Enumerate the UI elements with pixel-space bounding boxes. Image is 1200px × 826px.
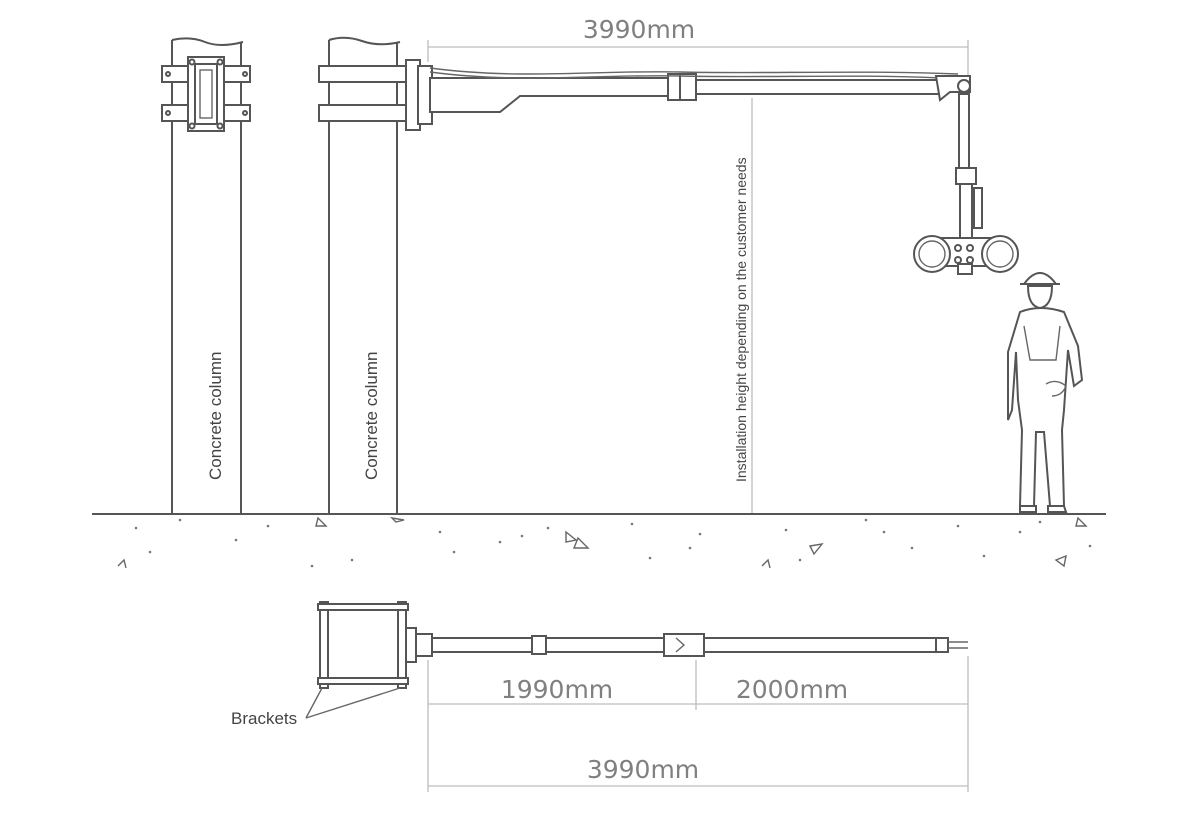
- plan-inner-arm: [431, 637, 669, 653]
- column-plan: [323, 605, 401, 683]
- bottom-dimensions: 1990mm 2000mm 3990mm: [427, 656, 969, 792]
- lift-tube-lower: [959, 183, 973, 241]
- hard-hat: [1022, 272, 1058, 285]
- column-clamp-upper: [318, 65, 408, 83]
- jib-joint: [667, 73, 697, 101]
- top-dimension: 3990mm: [427, 15, 969, 78]
- worker-body: [1007, 307, 1084, 507]
- column-left-label: Concrete column: [206, 351, 225, 480]
- plan-mount-plate: [405, 627, 417, 663]
- jib-inner-arm: [429, 77, 669, 113]
- ground: [92, 513, 1106, 569]
- top-dimension-label: 3990mm: [583, 15, 695, 44]
- column-left-break-line: [171, 37, 244, 46]
- brackets-label: Brackets: [231, 709, 297, 728]
- lift-tube-upper: [958, 93, 970, 171]
- brackets-callout: Brackets: [231, 687, 401, 728]
- plan-view: [317, 601, 968, 689]
- worker-head: [1026, 285, 1054, 310]
- worker-figure: [1007, 272, 1084, 513]
- installation-height-label: Installation height depending on the cus…: [733, 157, 749, 482]
- dimension-2000: 2000mm: [736, 675, 848, 704]
- dimension-3990-bottom: 3990mm: [587, 755, 699, 784]
- brackets-leader-1: [305, 687, 323, 719]
- hose-line: [429, 67, 959, 75]
- jib-outer-arm: [695, 79, 941, 95]
- installation-height-dimension: Installation height depending on the cus…: [733, 98, 753, 514]
- concrete-column-left: Concrete column: [161, 37, 251, 514]
- bracket-right: [397, 601, 407, 689]
- dimension-1990: 1990mm: [501, 675, 613, 704]
- vacuum-lifter: [913, 93, 1019, 275]
- plan-outer-arm: [703, 637, 941, 653]
- jib-arm: [429, 67, 971, 113]
- concrete-column-right: Concrete column: [318, 36, 433, 514]
- brackets-leader-2: [305, 687, 401, 719]
- bracket-left: [319, 601, 329, 689]
- lift-control: [955, 167, 977, 185]
- column-right-label: Concrete column: [362, 351, 381, 480]
- column-clamp-lower: [318, 104, 408, 122]
- column-right-break-line: [328, 36, 401, 46]
